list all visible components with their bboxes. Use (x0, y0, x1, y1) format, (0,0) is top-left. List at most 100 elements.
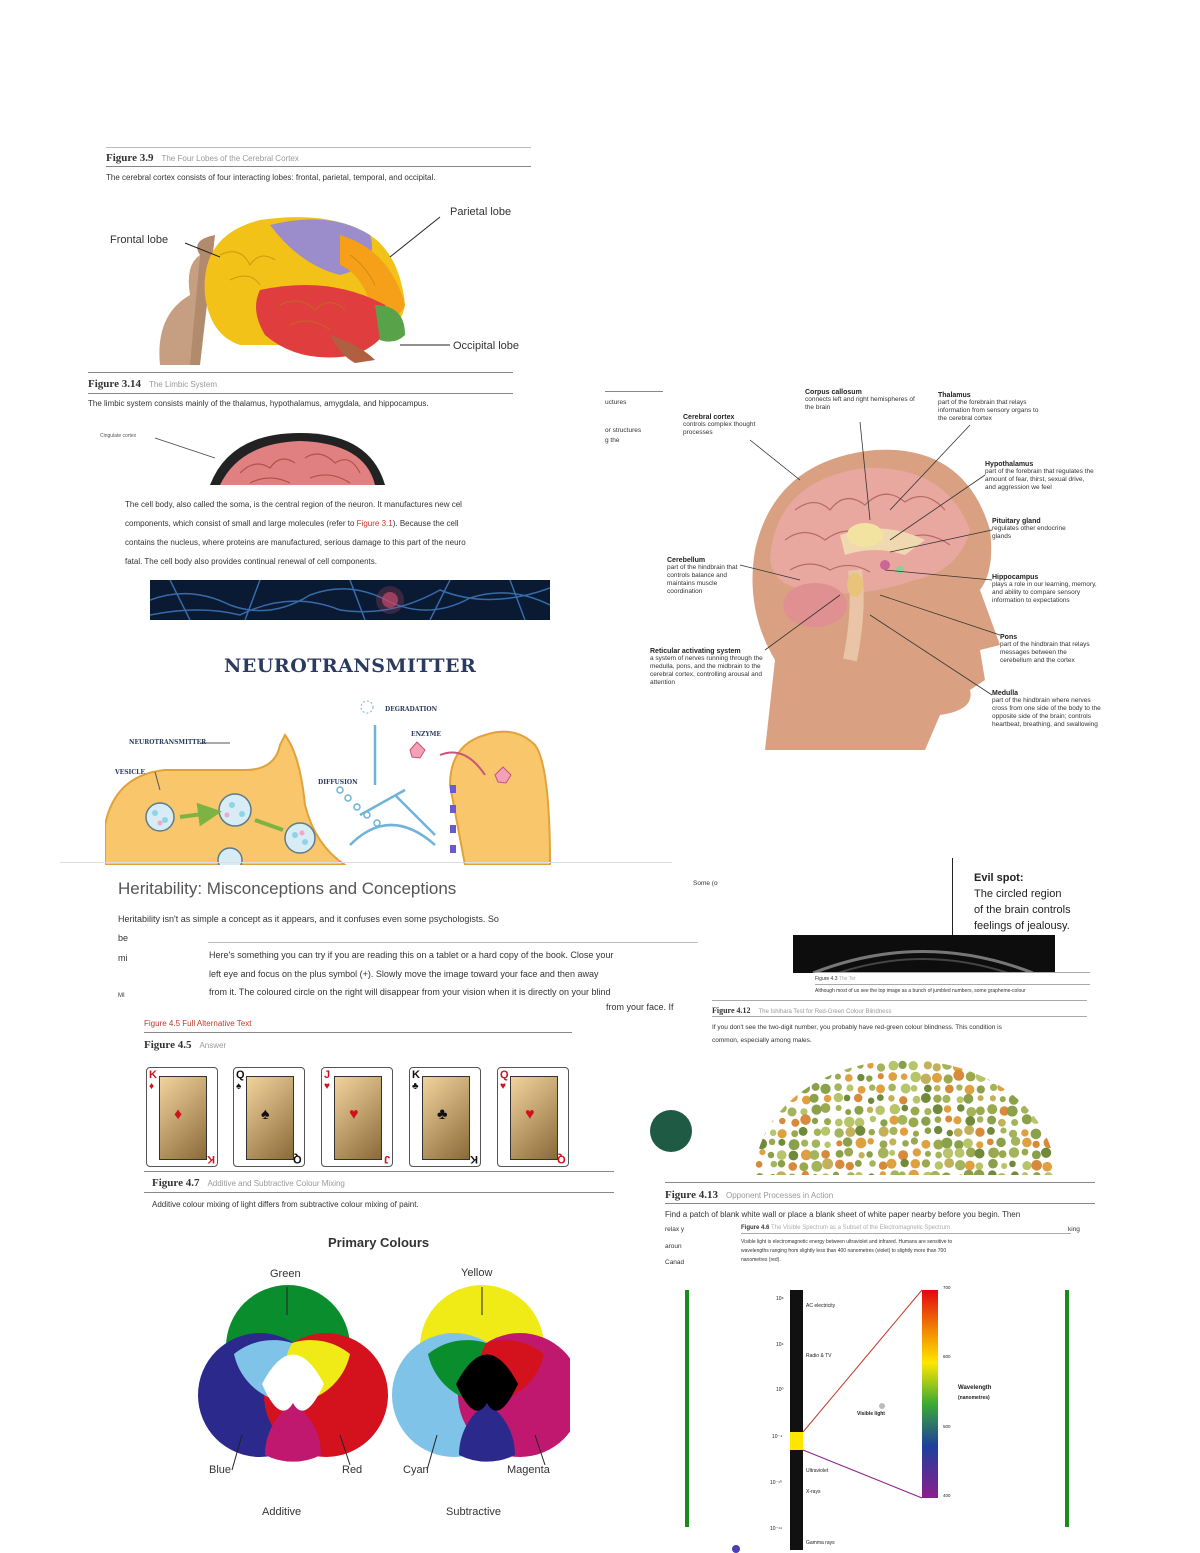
try-it-paragraph: Here's something you can try if you are … (209, 946, 613, 1002)
pons-name: Pons (1000, 634, 1018, 641)
divider (106, 166, 531, 167)
card-rank: Q (557, 1153, 566, 1165)
corpus-callosum-name: Corpus callosum (805, 389, 862, 396)
power-label: 10⁴ (776, 1342, 784, 1348)
divider (88, 393, 513, 394)
thalamus-name: Thalamus (938, 392, 971, 399)
neurotransmitter-title: NEUROTRANSMITTER (224, 655, 477, 677)
try-it-line: left eye and focus on the plus symbol (+… (209, 968, 599, 979)
hippocampus-name: Hippocampus (992, 574, 1039, 581)
green-bar-left (685, 1290, 689, 1527)
evil-spot-line: feelings of jealousy. (974, 920, 1070, 932)
fig412-line: common, especially among males. (712, 1037, 812, 1044)
figure-3-1-link[interactable]: Figure 3.1 (356, 519, 393, 528)
fig46-text: Visible light is electromagnetic energy … (741, 1238, 952, 1265)
card-suit-icon: ♦ (174, 1106, 183, 1123)
card-suit-icon: ♥ (324, 1081, 330, 1092)
pituitary-gland-name: Pituitary gland (992, 518, 1041, 525)
subtractive-label: Subtractive (446, 1506, 502, 1518)
em-spectrum-diagram (790, 1289, 938, 1550)
fig46-line: nanometres (red). (741, 1257, 781, 1263)
parietal-lobe-label: Parietal lobe (450, 206, 512, 218)
card-suit-icon: ♠ (236, 1081, 242, 1092)
medulla-callout: Medulla part of the hindbrain where nerv… (992, 690, 1107, 729)
cerebellum-name: Cerebellum (667, 557, 706, 564)
evil-spot-line: The circled region (974, 888, 1062, 900)
primary-colours-heading: Primary Colours (328, 1235, 430, 1250)
card-face-art (422, 1076, 470, 1160)
fig46-caption: Figure 4.6 The Visible Spectrum as a Sub… (741, 1225, 950, 1231)
fig39-body: The cerebral cortex consists of four int… (106, 173, 436, 182)
fig43-caption: Figure 4.3 The Ter (815, 976, 856, 982)
divider (741, 1233, 1071, 1234)
divider (605, 391, 663, 392)
fig412-number: Figure 4.12 (712, 1006, 751, 1015)
callout-leader-lines (739, 421, 1001, 696)
leader-line (952, 858, 953, 970)
card-suit-icon: ♦ (149, 1081, 155, 1092)
divider (712, 1000, 1087, 1001)
fig45-alt-text-link[interactable]: Figure 4.5 Full Alternative Text (144, 1019, 252, 1028)
ultraviolet-label: Ultraviolet (806, 1468, 829, 1474)
card-suit-icon: ♣ (412, 1081, 419, 1092)
reticular-callout: Reticular activating system a system of … (650, 648, 768, 687)
divider (106, 147, 531, 148)
card-face-art (159, 1076, 207, 1160)
cerebral-cortex-desc: controls complex thought processes (683, 421, 756, 436)
cell-body-paragraph: The cell body, also called the soma, is … (125, 495, 555, 571)
card-rank: Q (236, 1069, 245, 1081)
fig413-title: Opponent Processes in Action (725, 1191, 834, 1200)
cingulate-label: Cingulate cortex (100, 433, 137, 439)
fig314-number: Figure 3.14 (88, 378, 141, 390)
power-label: 10⁻¹⁰ (770, 1480, 782, 1486)
x-rays-label: X-rays (806, 1489, 821, 1495)
fragment-text: Canad (665, 1259, 685, 1266)
ishihara-plate (755, 1060, 1055, 1175)
card-face-art (334, 1076, 382, 1160)
fig412-title: The Ishihara Test for Red-Green Colour B… (758, 1009, 892, 1015)
divider (144, 1032, 572, 1033)
corpus-callosum-desc: connects left and right hemispheres of t… (805, 396, 915, 411)
fragment-text: king (1068, 1226, 1080, 1233)
visible-light-label: Visible light (857, 1411, 885, 1417)
hippocampus-desc: plays a role in our learning, memory, an… (992, 581, 1097, 604)
tick-400: 400 (943, 1493, 951, 1498)
thalamus-desc: part of the forebrain that relays inform… (938, 399, 1039, 422)
cell-body-line: components, which consist of small and l… (125, 514, 555, 533)
card-rank: K (149, 1069, 157, 1081)
card-suit-icon: ♠ (261, 1106, 270, 1123)
card-suit-icon: ♥ (525, 1106, 535, 1123)
fragment-text: Some (o (693, 880, 718, 887)
playing-card: K♣♣K (409, 1067, 481, 1167)
card-rank: K (207, 1153, 215, 1165)
fig39-title: The Four Lobes of the Cerebral Cortex (161, 154, 299, 163)
fig46-line: Visible light is electromagnetic energy … (741, 1239, 953, 1245)
synapse-diagram (105, 700, 552, 865)
power-label: 10⁸ (776, 1296, 784, 1302)
fragment-text: g the (605, 437, 620, 444)
ac-electricity-label: AC electricity (806, 1303, 836, 1309)
try-it-line: from it. The coloured circle on the righ… (209, 987, 611, 997)
degradation-label: DEGRADATION (385, 706, 438, 713)
card-face-art (510, 1076, 558, 1160)
fig412-line: If you don't see the two-digit number, y… (712, 1024, 1002, 1031)
diffusion-label: DIFFUSION (318, 779, 358, 786)
wavelength-unit: (nanometres) (958, 1395, 990, 1401)
thalamus-callout: Thalamus part of the forebrain that rela… (938, 392, 1048, 423)
blue-label: Blue (209, 1464, 232, 1476)
fragment-text: relax y (665, 1226, 685, 1233)
fig43-number: Figure 4.3 (815, 976, 838, 982)
frontal-lobe-label: Frontal lobe (110, 234, 169, 246)
fig314-body: The limbic system consists mainly of the… (88, 399, 429, 408)
cell-body-line: fatal. The cell body also provides conti… (125, 557, 377, 566)
gamma-rays-label: Gamma rays (806, 1540, 835, 1546)
cerebral-cortex-name: Cerebral cortex (683, 414, 735, 421)
heritability-title: Heritability: Misconceptions and Concept… (118, 879, 457, 898)
divider (665, 1182, 1095, 1183)
red-label: Red (342, 1464, 363, 1476)
fig39-number: Figure 3.9 (106, 152, 154, 164)
fig412-caption: Figure 4.12 The Ishihara Test for Red-Gre… (712, 1006, 891, 1015)
